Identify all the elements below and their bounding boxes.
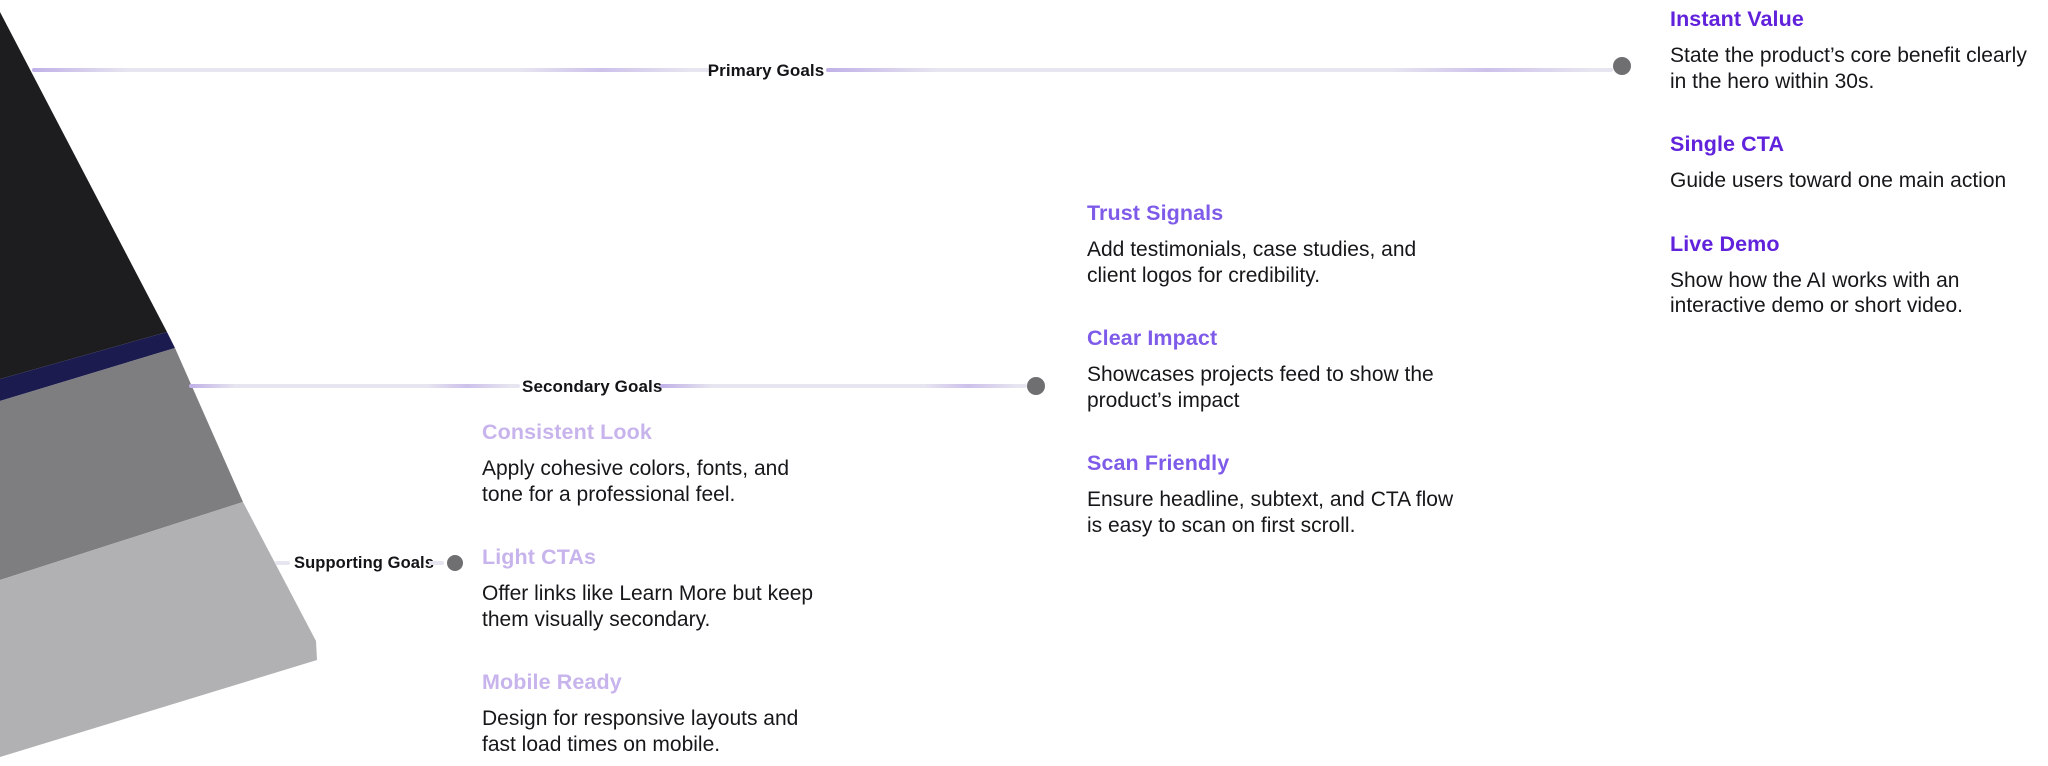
detail-item-body: Add testimonials, case studies, and clie…: [1087, 238, 1417, 287]
detail-item-body: Design for responsive layouts and fast l…: [482, 707, 799, 756]
detail-item-body: Showcases projects feed to show the prod…: [1087, 363, 1434, 412]
detail-item-title: Single CTA: [1670, 132, 1785, 156]
primary-tier-shape: [0, 12, 167, 379]
primary-goals-line-right: [826, 68, 1613, 72]
supporting-goals-line-right: [429, 561, 444, 565]
supporting-goals-connector-dot: [447, 555, 463, 571]
primary-goals-label: Primary Goals: [707, 61, 825, 80]
detail-item-title: Live Demo: [1670, 231, 1780, 256]
detail-item-title: Mobile Ready: [482, 670, 622, 694]
supporting-goals-label: Supporting Goals: [294, 554, 435, 572]
detail-item-body: Ensure headline, subtext, and CTA flow i…: [1087, 488, 1454, 537]
secondary-tier-shape: [0, 348, 243, 580]
secondary-goals-connector-dot: [1027, 377, 1045, 395]
primary-goal-details: Instant Value State the product’s core b…: [1670, 0, 2046, 356]
detail-item-title: Consistent Look: [482, 420, 652, 444]
detail-item-body: State the product’s core benefit clearly…: [1670, 44, 2027, 93]
detail-item-title: Instant Value: [1670, 7, 1804, 31]
primary-goals-line-left: [32, 68, 710, 72]
secondary-goals-line-left: [189, 384, 520, 388]
pyramid: [0, 12, 317, 757]
detail-item-title: Clear Impact: [1087, 326, 1218, 350]
detail-item-body: Guide users toward one main action: [1670, 169, 2007, 192]
detail-item-body: Show how the AI works with an interactiv…: [1670, 268, 1963, 318]
detail-item-title: Trust Signals: [1087, 201, 1224, 225]
detail-item-body: Apply cohesive colors, fonts, and tone f…: [482, 457, 790, 506]
detail-item-title: Light CTAs: [482, 545, 597, 569]
primary-goals-connector-dot: [1613, 57, 1631, 75]
detail-item-title: Scan Friendly: [1087, 451, 1230, 475]
detail-item-body: Offer links like Learn More but keep the…: [482, 582, 814, 631]
primary-tier-edge-shape: [0, 332, 175, 401]
secondary-goals-label: Secondary Goals: [522, 377, 663, 396]
supporting-goals-line-left: [275, 561, 290, 565]
secondary-goals-line-right: [660, 384, 1027, 388]
supporting-goal-details: Consistent Look Apply cohesive colors, f…: [482, 413, 820, 766]
supporting-tier-shape: [0, 502, 317, 757]
secondary-goal-details: Trust Signals Add testimonials, case stu…: [1087, 194, 1455, 575]
